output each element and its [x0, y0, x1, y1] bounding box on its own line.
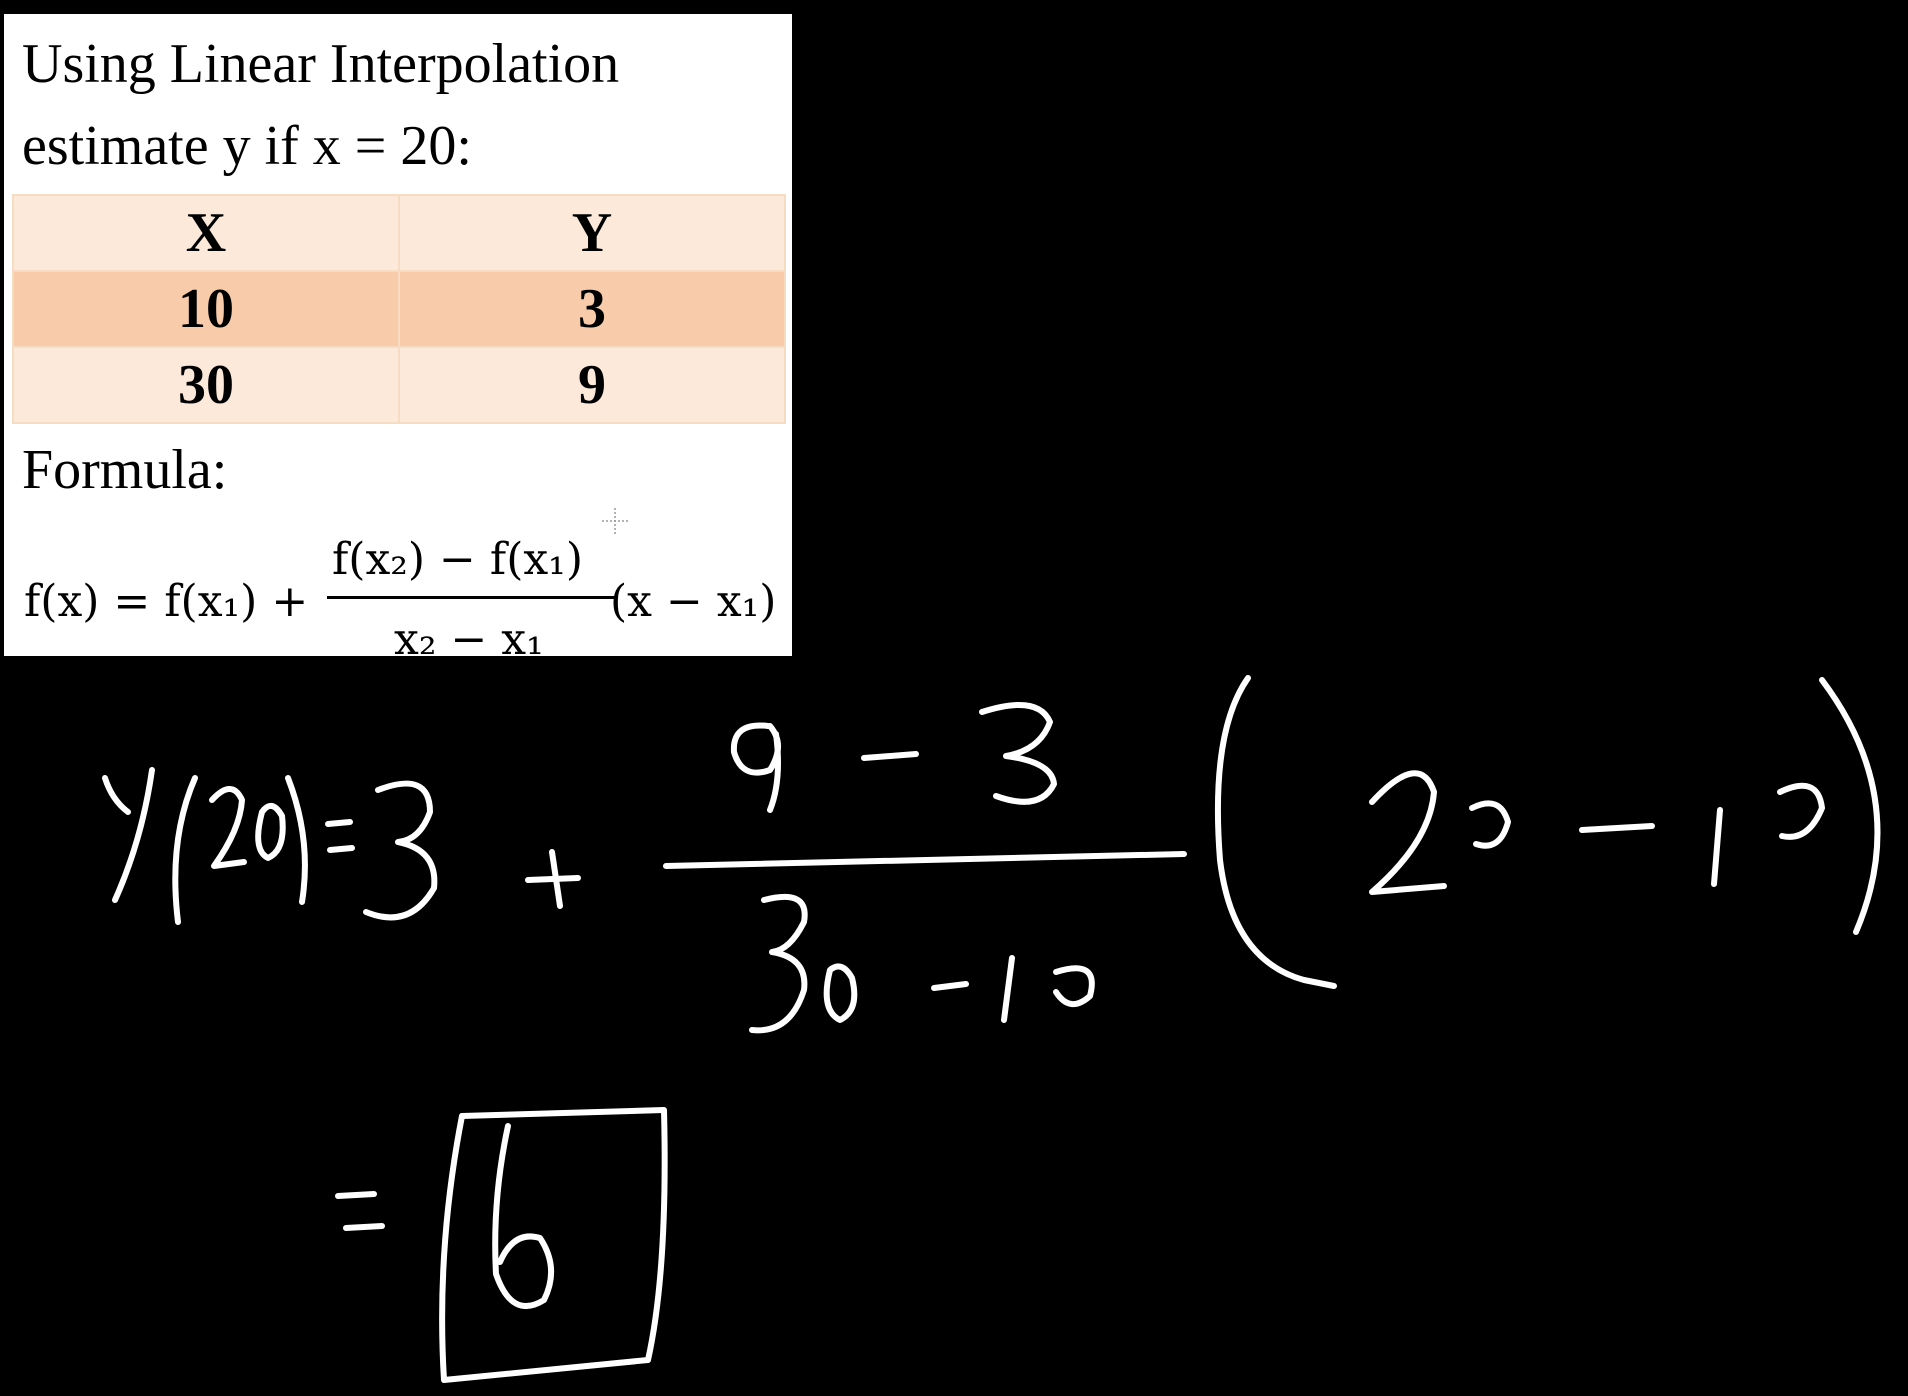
- handwritten-digit-1: [1001, 955, 1015, 1023]
- handwritten-digit-0: [1053, 965, 1095, 1007]
- interpolation-formula: f(x) = f(x₁) + f(x₂) − f(x₁) x₂ − x₁ (x …: [22, 514, 792, 665]
- handwritten-equals-top: [335, 1191, 377, 1199]
- crosshair-cursor-icon: [602, 508, 628, 534]
- handwritten-minus: [931, 981, 969, 991]
- handwritten-equals-top: [325, 819, 353, 827]
- table-cell-x: 10: [12, 270, 400, 348]
- table-cell-y: 3: [398, 270, 786, 348]
- problem-panel: Using Linear Interpolation estimate y if…: [4, 14, 792, 665]
- handwritten-minus: [1579, 823, 1655, 833]
- table-row: 30 9: [12, 346, 786, 424]
- handwritten-digit-9: [730, 722, 781, 813]
- handwritten-equals-bottom: [327, 845, 355, 853]
- formula-rhs: (x − x₁): [610, 576, 777, 627]
- table-cell-y: 9: [398, 346, 786, 424]
- table-header-y: Y: [398, 194, 786, 272]
- handwritten-close-paren-large: [1819, 677, 1881, 935]
- table-header-row: X Y: [12, 194, 786, 272]
- handwritten-digit-0: [823, 963, 858, 1023]
- handwritten-open-paren-large: [1214, 675, 1337, 989]
- handwritten-y: [102, 767, 155, 903]
- table-cell-x: 30: [12, 346, 400, 424]
- problem-title-line-1: Using Linear Interpolation: [22, 33, 620, 95]
- formula-lhs: f(x) = f(x₁) +: [24, 576, 309, 627]
- problem-title-line-2: estimate y if x = 20:: [22, 115, 472, 177]
- result-box: [439, 1107, 668, 1383]
- handwritten-digit-3: [749, 893, 808, 1034]
- handwritten-close-paren: [285, 775, 308, 905]
- handwritten-minus: [861, 751, 919, 761]
- result-digit-6: [492, 1123, 555, 1309]
- handwritten-digit-3: [363, 780, 438, 921]
- data-table: X Y 10 3 30 9: [12, 194, 786, 424]
- handwritten-digit-2: [209, 786, 247, 869]
- handwritten-fraction-bar: [663, 851, 1187, 869]
- handwritten-plus-v: [549, 849, 563, 909]
- formula-denominator: x₂ − x₁: [394, 614, 544, 665]
- handwritten-digit-1: [1711, 807, 1723, 887]
- handwritten-equals-bottom: [343, 1223, 385, 1231]
- handwritten-digit-2: [1369, 770, 1447, 895]
- table-header-x: X: [12, 194, 400, 272]
- handwritten-digit-0: [255, 803, 286, 861]
- table-row: 10 3: [12, 270, 786, 348]
- handwritten-open-paren: [172, 775, 198, 925]
- handwritten-digit-3: [979, 701, 1057, 805]
- formula-numerator: f(x₂) − f(x₁): [332, 534, 583, 585]
- handwritten-digit-0: [1777, 782, 1825, 840]
- formula-label: Formula:: [22, 439, 228, 501]
- handwritten-digit-0: [1469, 800, 1511, 849]
- fraction-bar: [327, 596, 617, 599]
